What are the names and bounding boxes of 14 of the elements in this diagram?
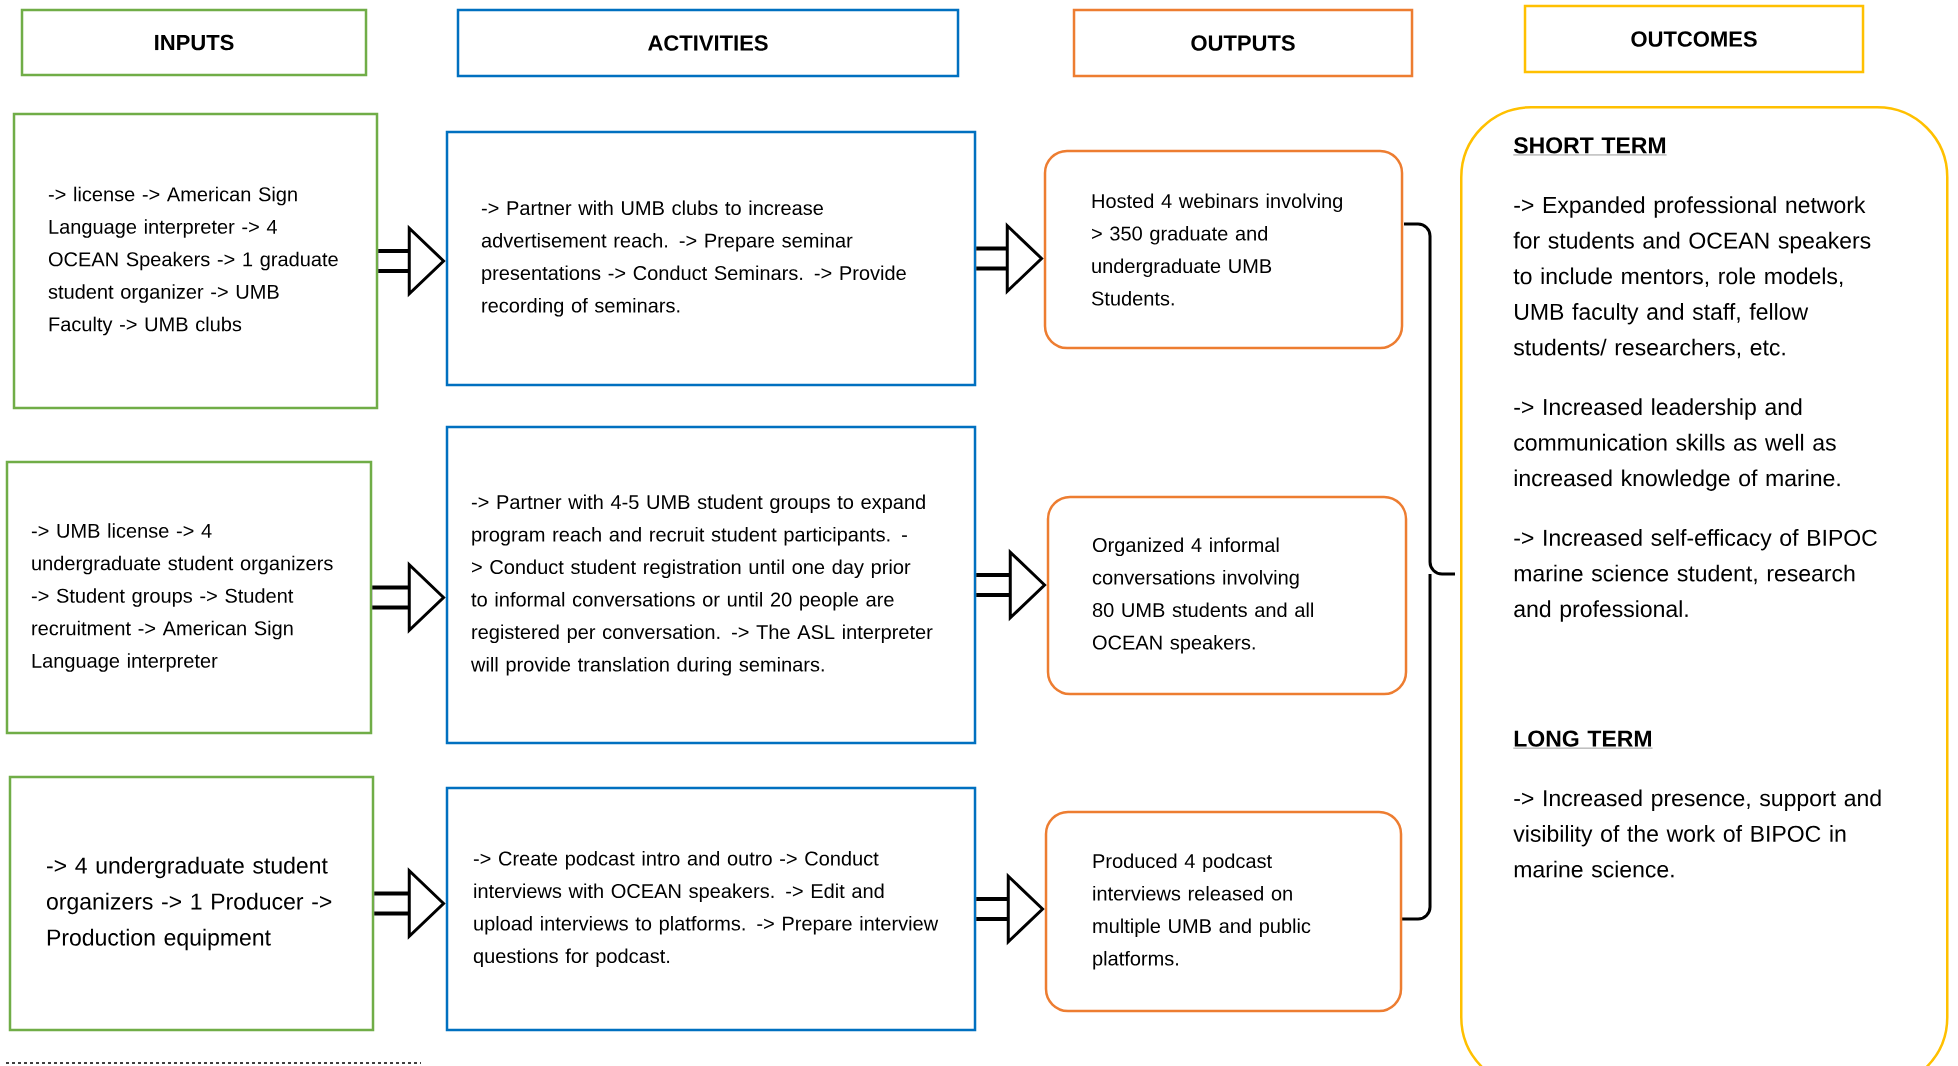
column-header: OUTPUTS	[1072, 8, 1414, 78]
outcome-panel: SHORT TERM -> Expanded professional network for students and OCEAN speakers to include mentors, role models, UMB faculty and staff, fellow students/ researchers, etc. -> Increased leadership and communication skills as well as increased knowledge of marine. -> Increased self-efficacy of BIPOC marine science student, research and professional. LONG TERM -> Increased presence, support and visibility of the work of BIPOC in marine science.	[1460, 106, 1949, 1066]
input-box: -> license -> American Sign Language interpreter -> 4 OCEAN Speakers -> 1 graduate student organizer -> UMB Faculty -> UMB clubs	[12, 112, 379, 410]
output-box: Hosted 4 webinars involving > 350 graduate and undergraduate UMB Students.	[1043, 149, 1404, 350]
input-box: -> UMB license -> 4 undergraduate student organizers -> Student groups -> Student recruitment -> American Sign Language interpreter	[5, 460, 373, 735]
activity-box: -> Partner with UMB clubs to increase advertisement reach. -> Prepare seminar presentations -> Conduct Seminars. -> Provide recording of seminars.	[445, 130, 977, 387]
activity-box: -> Partner with 4-5 UMB student groups to expand program reach and recruit student participants. -> Conduct student registration until one day prior to informal conversations or until 20 people are registered per conversation. -> The ASL interpreter will provide translation during seminars.	[445, 425, 977, 745]
column-header: ACTIVITIES	[456, 8, 960, 78]
output-box: Organized 4 informal conversations involving 80 UMB students and all OCEAN speakers.	[1046, 495, 1408, 696]
column-header: INPUTS	[20, 8, 368, 77]
input-box: -> 4 undergraduate student organizers -> 1 Producer -> Production equipment	[8, 775, 375, 1032]
column-header: OUTCOMES	[1523, 4, 1865, 74]
output-box: Produced 4 podcast interviews released on multiple UMB and public platforms.	[1044, 810, 1403, 1013]
activity-box: -> Create podcast intro and outro -> Conduct interviews with OCEAN speakers. -> Edit and upload interviews to platforms. -> Prepare interview questions for podcast.	[445, 786, 977, 1032]
